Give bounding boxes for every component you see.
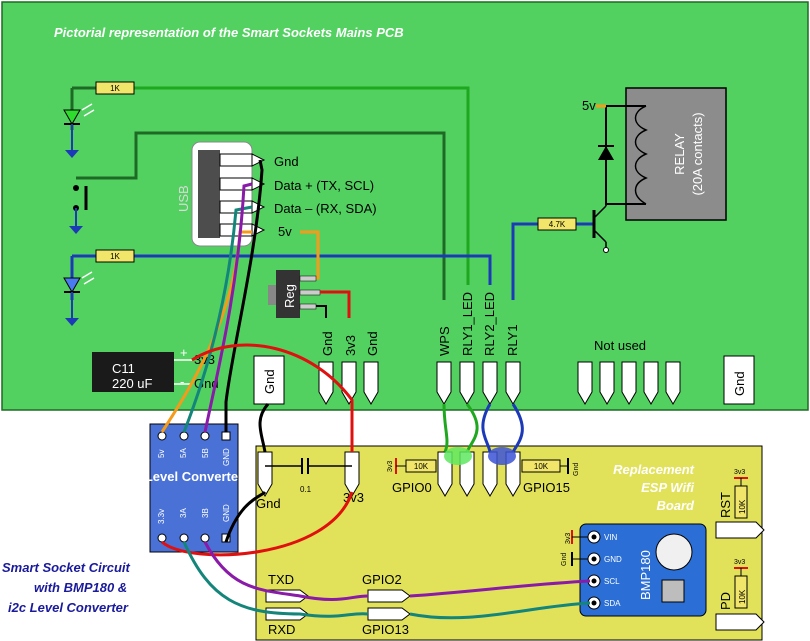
resistor-led2: 1K [95, 249, 135, 263]
lc-top-pins [157, 431, 231, 441]
caption-line2: with BMP180 & [34, 580, 127, 595]
bmp180-chip [661, 579, 685, 603]
esp-title-2: ESP Wifi [641, 480, 694, 495]
svg-text:C11: C11 [112, 361, 135, 376]
bmp180-gnd: GND [604, 555, 622, 564]
lc-pin-3v3: 3.3v [157, 509, 166, 524]
usb-pin-data-plus: Data + (TX, SCL) [274, 178, 374, 193]
svg-text:Gnd: Gnd [573, 463, 580, 476]
reg-3v3-wire [320, 290, 351, 318]
lc-pin-gnd-top: GND [222, 448, 231, 466]
header-wps: WPS [437, 326, 452, 356]
svg-text:10K: 10K [414, 462, 429, 471]
bmp180-vin: VIN [604, 533, 618, 542]
svg-text:0.1: 0.1 [300, 485, 312, 494]
pd-pullup: 3v3 10K PD [715, 559, 765, 631]
esp-gnd-label: Gnd [256, 496, 281, 511]
reg-gnd-wire [316, 305, 327, 318]
svg-text:RST: RST [718, 492, 733, 518]
svg-text:10K: 10K [738, 589, 747, 604]
lc-pin-5a: 5A [179, 448, 188, 458]
header-gnd-left-block: Gnd [253, 355, 285, 405]
txd-label: TXD [268, 572, 294, 587]
push-button-icon [69, 185, 88, 234]
gpio15-pulldown: 10K Gnd GPIO15 [521, 458, 580, 495]
svg-text:Gnd: Gnd [732, 371, 747, 396]
header-gnd-reg-1: Gnd [320, 331, 335, 356]
svg-text:220 uF: 220 uF [112, 376, 153, 391]
header-gnd-right-block: Gnd [723, 355, 755, 405]
esp-title-3: Board [656, 498, 695, 513]
resistor-led1: 1K [95, 81, 135, 95]
svg-text:10K: 10K [738, 499, 747, 514]
svg-text:1K: 1K [110, 252, 120, 261]
header-rly2-led: RLY2_LED [482, 292, 497, 356]
bmp180-name: BMP180 [638, 550, 653, 600]
usb-pin-data-minus: Data – (RX, SDA) [274, 201, 377, 216]
level-converter-board [149, 423, 239, 553]
usb-pin-5v: 5v [278, 224, 292, 239]
header-pins [318, 361, 681, 405]
switch-wiring [76, 131, 446, 300]
pcb-title: Pictorial representation of the Smart So… [54, 25, 404, 40]
relay: RELAY (20A contacts) [598, 87, 727, 221]
rxd-label: RXD [268, 622, 295, 637]
bmp180-scl: SCL [604, 577, 620, 586]
bmp180-rails: 3v3 Gnd [561, 530, 588, 566]
lc-pin-3b: 3B [201, 508, 210, 518]
svg-text:10K: 10K [534, 462, 549, 471]
bmp180-sda: SDA [604, 599, 621, 608]
not-used-label: Not used [594, 338, 646, 353]
svg-text:GPIO0: GPIO0 [392, 480, 432, 495]
usb-pin-gnd: Gnd [274, 154, 299, 169]
green-jumper-blob [444, 447, 472, 465]
usb-label: USB [176, 185, 191, 212]
transistor-wiring [511, 222, 594, 300]
relay-supply-label: 5v [582, 98, 596, 113]
led-bottom-icon [63, 271, 95, 326]
esp-decoupling-cap: 0.1 [265, 458, 352, 494]
svg-text:(20A contacts): (20A contacts) [690, 112, 705, 195]
esp-title-1: Replacement [613, 462, 695, 477]
interconnect-wires [160, 159, 591, 620]
caption-line1: Smart Socket Circuit [2, 560, 131, 575]
svg-text:PD: PD [718, 592, 733, 610]
svg-text:3v3: 3v3 [734, 559, 745, 566]
lc-pin-3a: 3A [179, 508, 188, 518]
lc-pin-5b: 5B [201, 448, 210, 458]
gpio0-pullup: 3v3 10K GPIO0 [387, 458, 437, 495]
lc-title: Level Converter [145, 469, 243, 484]
esp-header-pins [257, 451, 521, 497]
transistor-icon [592, 204, 609, 253]
header-rly1: RLY1 [505, 324, 520, 356]
bmp180-pins [587, 530, 601, 610]
blue-jumper-blob [488, 447, 516, 465]
caption-line3: i2c Level Converter [8, 600, 129, 615]
svg-text:GPIO15: GPIO15 [523, 480, 570, 495]
header-gnd-reg-2: Gnd [365, 331, 380, 356]
lc-pin-gnd-bottom: GND [222, 504, 231, 522]
header-3v3: 3v3 [343, 335, 358, 356]
svg-text:Gnd: Gnd [262, 369, 277, 394]
svg-text:Reg: Reg [282, 284, 297, 308]
lc-pin-5v: 5v [157, 450, 166, 458]
bmp180-sensor [655, 533, 693, 571]
svg-text:+: + [180, 345, 188, 360]
led-top-icon [63, 103, 95, 158]
rst-pullup: 3v3 10K RST [715, 469, 765, 539]
capacitor-c11: C11 220 uF + - [92, 345, 192, 392]
svg-text:RELAY: RELAY [672, 133, 687, 175]
svg-text:1K: 1K [110, 84, 120, 93]
gpio2-label: GPIO2 [362, 572, 402, 587]
svg-text:3v3: 3v3 [734, 469, 745, 476]
gpio13-label: GPIO13 [362, 622, 409, 637]
svg-text:Gnd: Gnd [561, 553, 568, 566]
svg-text:3v3: 3v3 [565, 533, 572, 544]
header-rly1-led: RLY1_LED [460, 292, 475, 356]
svg-text:4.7K: 4.7K [549, 220, 566, 229]
svg-text:3v3: 3v3 [387, 461, 394, 472]
resistor-transistor: 4.7K [537, 217, 577, 231]
svg-text:-: - [180, 374, 184, 389]
